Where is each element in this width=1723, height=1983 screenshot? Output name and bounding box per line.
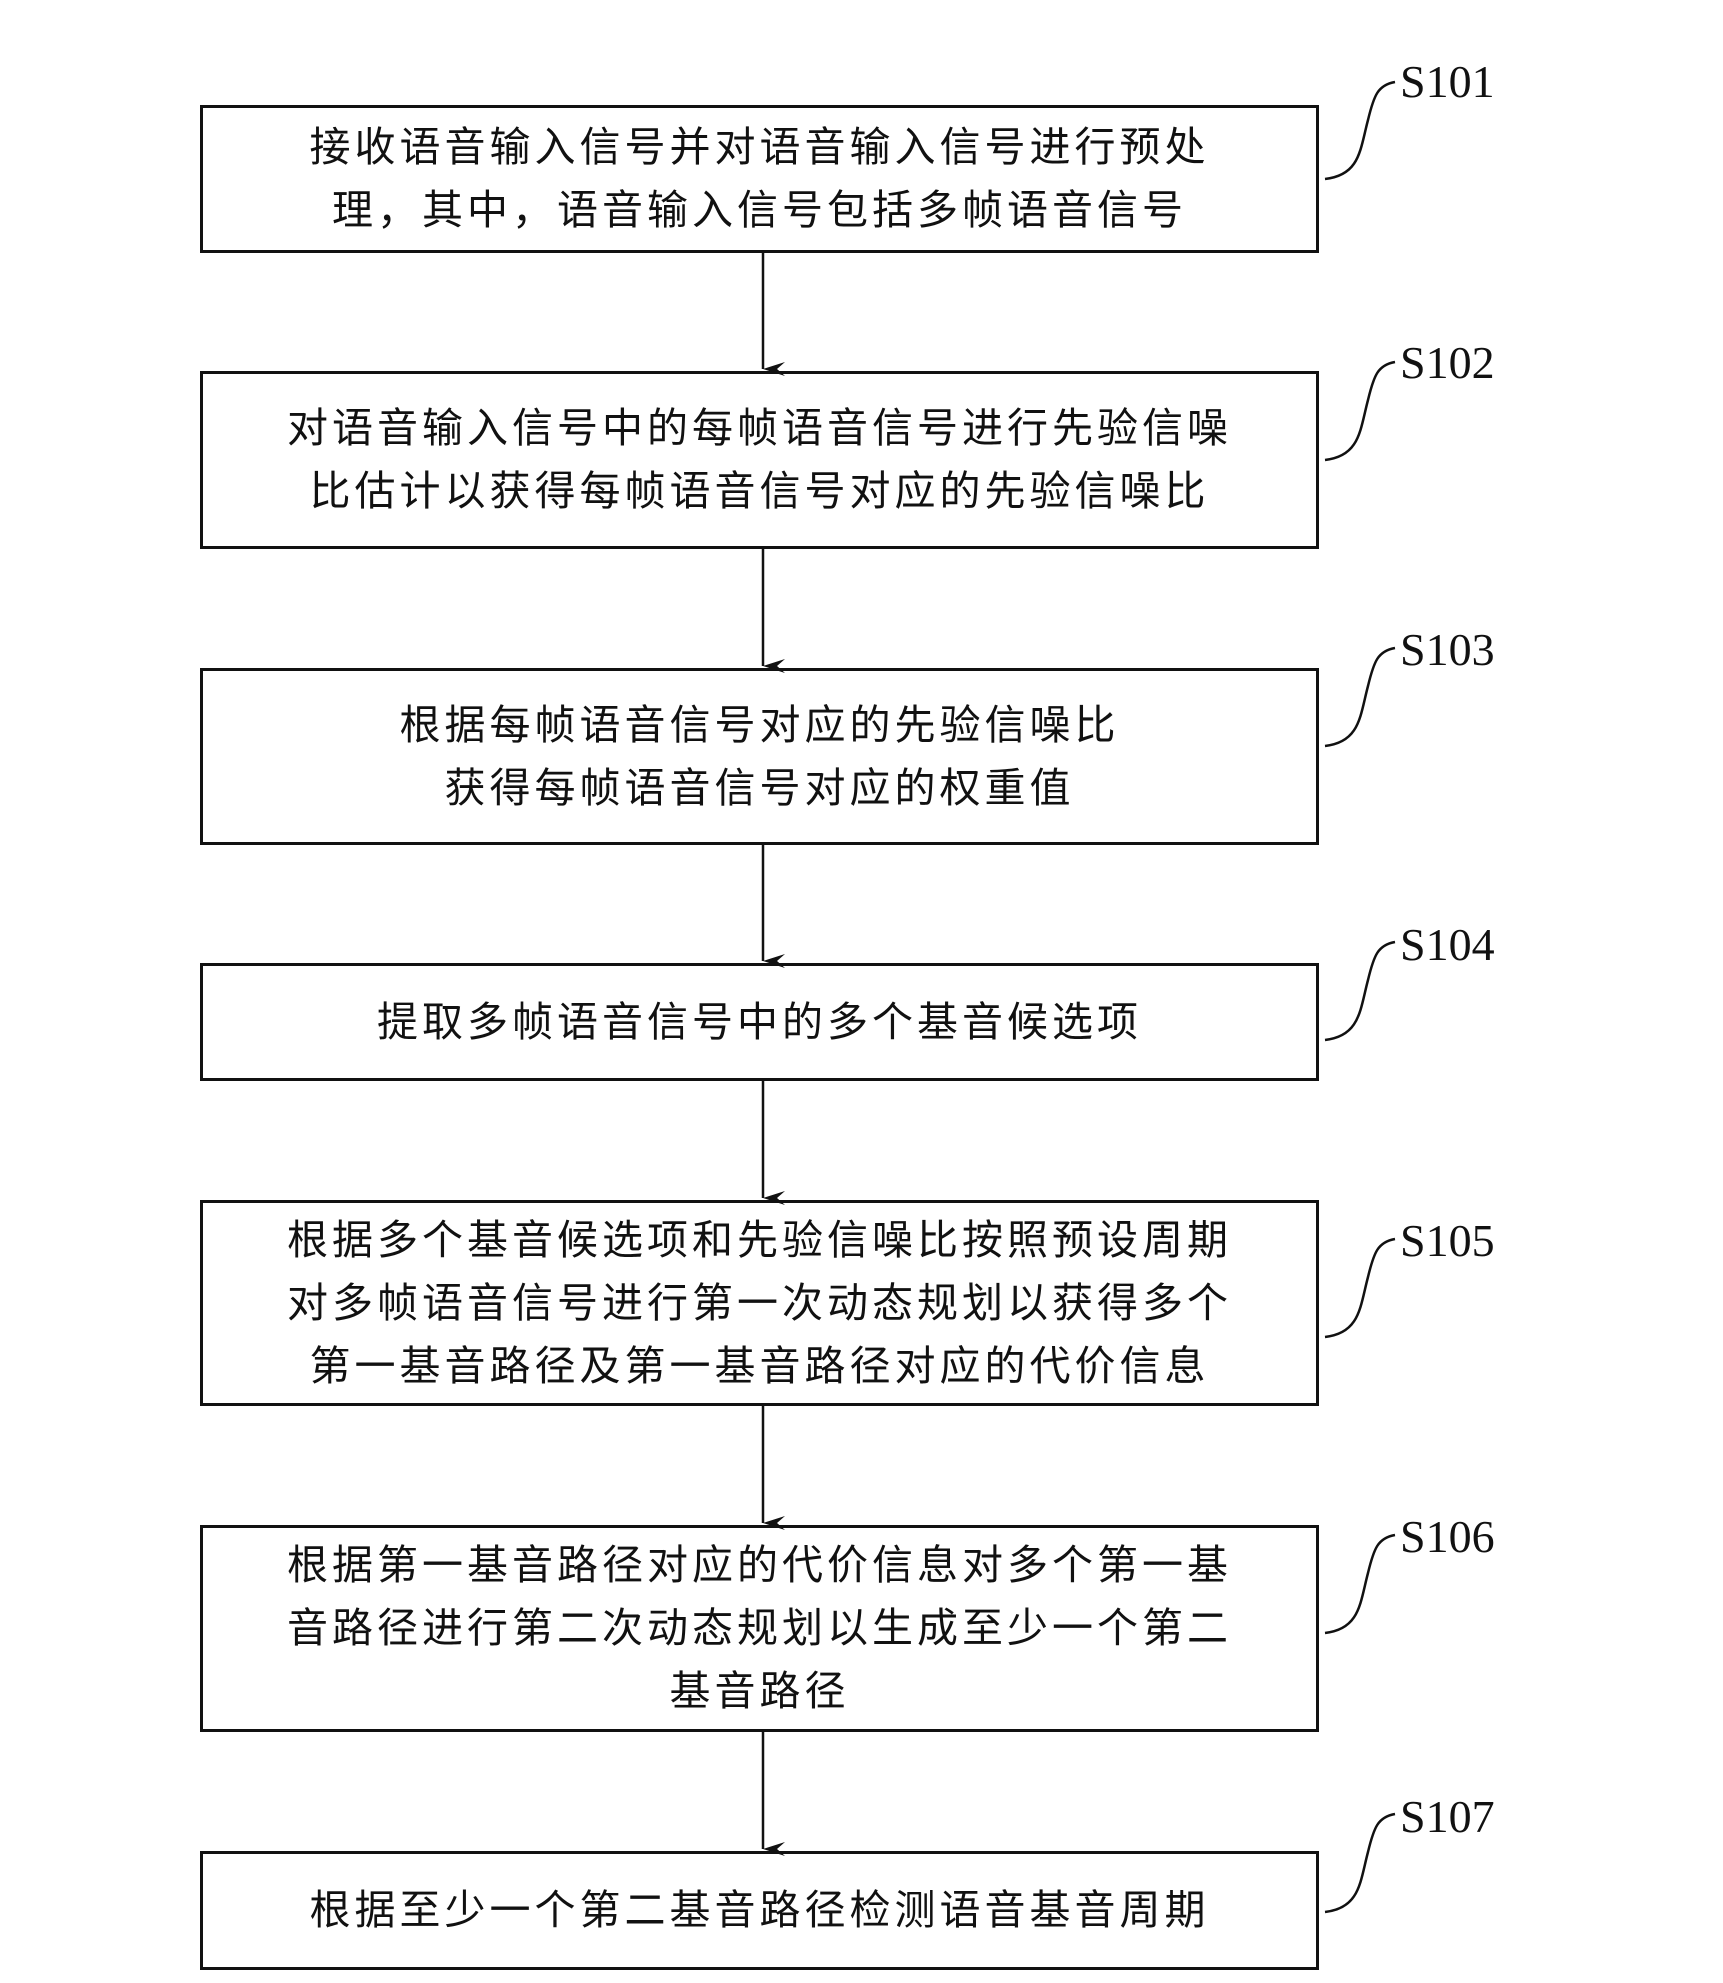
step-label-s103: S103: [1400, 623, 1495, 676]
step-box-s103: 根据每帧语音信号对应的先验信噪比 获得每帧语音信号对应的权重值: [200, 668, 1319, 845]
leader-s104: [1325, 942, 1395, 1040]
leader-s107: [1325, 1814, 1395, 1912]
step-label-s102: S102: [1400, 336, 1495, 389]
step-label-s101: S101: [1400, 55, 1495, 108]
step-label-s107: S107: [1400, 1790, 1495, 1843]
step-text: 对语音输入信号中的每帧语音信号进行先验信噪 比估计以获得每帧语音信号对应的先验信…: [287, 397, 1232, 523]
step-box-s107: 根据至少一个第二基音路径检测语音基音周期: [200, 1851, 1319, 1970]
leader-s106: [1325, 1535, 1395, 1633]
leader-s105: [1325, 1239, 1395, 1337]
step-label-s104: S104: [1400, 918, 1495, 971]
step-label-s105: S105: [1400, 1214, 1495, 1267]
step-box-s101: 接收语音输入信号并对语音输入信号进行预处 理，其中，语音输入信号包括多帧语音信号: [200, 105, 1319, 253]
step-box-s105: 根据多个基音候选项和先验信噪比按照预设周期 对多帧语音信号进行第一次动态规划以获…: [200, 1200, 1319, 1406]
step-text: 根据多个基音候选项和先验信噪比按照预设周期 对多帧语音信号进行第一次动态规划以获…: [287, 1209, 1232, 1398]
step-box-s106: 根据第一基音路径对应的代价信息对多个第一基 音路径进行第二次动态规划以生成至少一…: [200, 1525, 1319, 1732]
step-text: 根据每帧语音信号对应的先验信噪比 获得每帧语音信号对应的权重值: [400, 694, 1120, 820]
step-text: 根据至少一个第二基音路径检测语音基音周期: [310, 1879, 1210, 1942]
leader-s101: [1325, 82, 1395, 179]
leader-s103: [1325, 648, 1395, 746]
step-label-s106: S106: [1400, 1510, 1495, 1563]
step-text: 接收语音输入信号并对语音输入信号进行预处 理，其中，语音输入信号包括多帧语音信号: [310, 116, 1210, 242]
step-text: 提取多帧语音信号中的多个基音候选项: [377, 991, 1142, 1054]
leader-s102: [1325, 362, 1395, 460]
step-text: 根据第一基音路径对应的代价信息对多个第一基 音路径进行第二次动态规划以生成至少一…: [287, 1534, 1232, 1723]
step-box-s104: 提取多帧语音信号中的多个基音候选项: [200, 963, 1319, 1081]
step-box-s102: 对语音输入信号中的每帧语音信号进行先验信噪 比估计以获得每帧语音信号对应的先验信…: [200, 371, 1319, 549]
